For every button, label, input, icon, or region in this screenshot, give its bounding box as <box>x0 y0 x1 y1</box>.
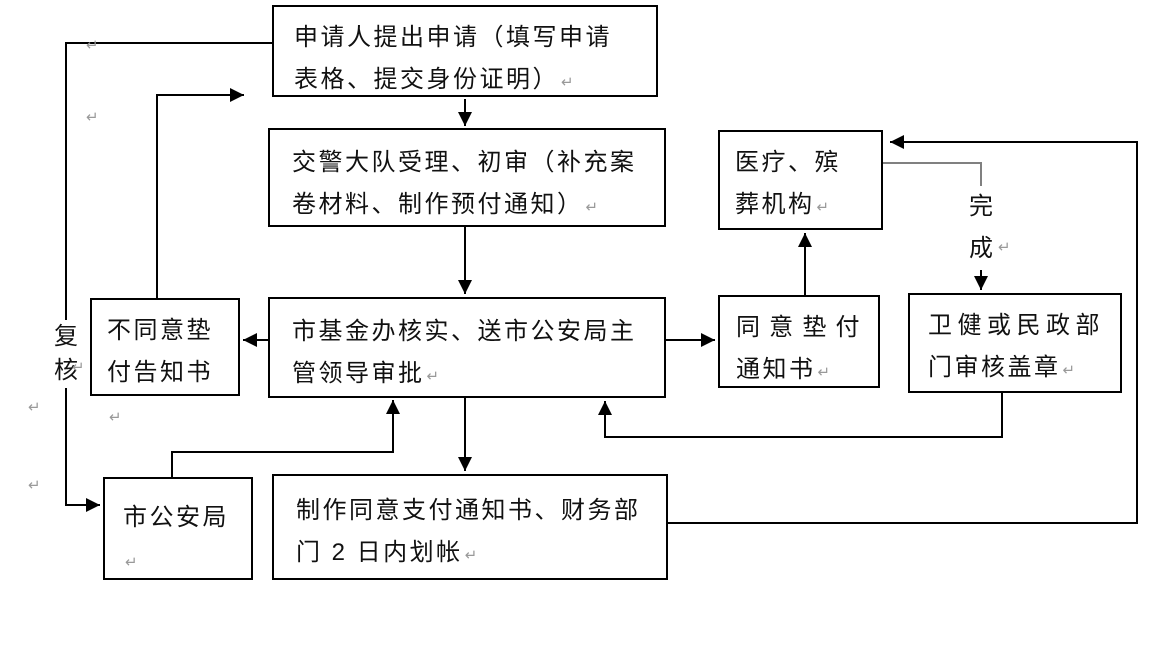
arrow-city-psb-to-fund-office <box>171 400 400 477</box>
node-agree-notice: 同意垫付通知书↵ <box>718 295 880 388</box>
node-payment: 制作同意支付通知书、财务部门 2 日内划帐↵ <box>272 474 668 580</box>
node-fund-office-label: 市基金办核实、送市公安局主管领导审批 <box>292 318 637 387</box>
arrow-health-civil-to-fund-office <box>598 393 1003 438</box>
paragraph-mark-icon: ↵ <box>28 477 41 494</box>
node-application: 申请人提出申请（填写申请表格、提交身份证明）↵ <box>272 5 658 97</box>
arrow-disagree-to-brigade <box>156 88 244 298</box>
edge-label-review: 复核 <box>48 320 84 388</box>
paragraph-mark-icon: ↵ <box>998 239 1011 256</box>
node-payment-label: 制作同意支付通知书、财务部门 2 日内划帐 <box>296 497 641 566</box>
paragraph-mark-icon: ↵ <box>1062 362 1076 379</box>
paragraph-mark-icon: ↵ <box>125 554 138 571</box>
node-police-brigade: 交警大队受理、初审（补充案卷材料、制作预付通知）↵ <box>268 128 666 227</box>
paragraph-mark-icon: ↵ <box>109 409 122 426</box>
node-health-civil-label: 卫健或民政部门审核盖章 <box>928 312 1102 381</box>
node-city-psb: 市公安局 ↵ <box>103 477 253 580</box>
arrow-review-to-city-psb <box>65 42 272 512</box>
paragraph-mark-icon: ↵ <box>426 368 440 385</box>
paragraph-mark-icon: ↵ <box>585 199 599 216</box>
paragraph-mark-icon: ↵ <box>464 547 478 564</box>
node-disagree-notice-label: 不同意垫付告知书 <box>107 317 213 386</box>
paragraph-mark-icon: ↵ <box>72 359 85 376</box>
node-city-psb-label: 市公安局 <box>123 504 229 531</box>
paragraph-mark-icon: ↵ <box>86 109 99 126</box>
node-medical-funeral-label: 医疗、殡葬机构 <box>735 149 841 218</box>
paragraph-mark-icon: ↵ <box>816 199 830 216</box>
edge-label-complete: 完成 <box>960 186 1002 270</box>
node-disagree-notice: 不同意垫付告知书 ↵ <box>90 298 240 426</box>
node-fund-office: 市基金办核实、送市公安局主管领导审批↵ <box>268 297 666 398</box>
arrow-payment-to-medical <box>668 135 1138 524</box>
paragraph-mark-icon: ↵ <box>561 74 574 91</box>
paragraph-mark-icon: ↵ <box>86 37 99 54</box>
node-application-label: 申请人提出申请（填写申请表格、提交身份证明） <box>294 24 612 93</box>
node-health-civil: 卫健或民政部门审核盖章↵ <box>908 293 1122 393</box>
paragraph-mark-icon: ↵ <box>817 364 831 381</box>
node-medical-funeral: 医疗、殡葬机构↵ <box>718 130 883 230</box>
node-agree-notice-label: 同意垫付通知书 <box>736 314 862 383</box>
node-police-brigade-label: 交警大队受理、初审（补充案卷材料、制作预付通知） <box>292 149 637 218</box>
paragraph-mark-icon: ↵ <box>28 399 41 416</box>
